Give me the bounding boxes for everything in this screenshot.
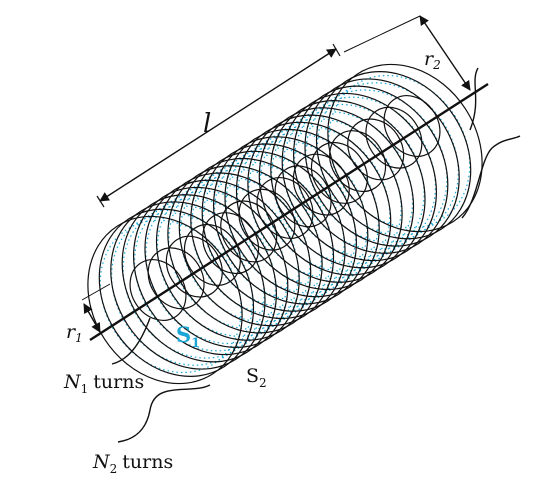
s1-label: S1 [176, 322, 200, 351]
inner-coil-turn [129, 259, 187, 321]
inner-back-lead-wire [469, 67, 479, 131]
r2-label: r2 [424, 48, 441, 72]
inner-surface-dotted-section [293, 96, 437, 251]
outer-back-lead-wire [461, 135, 521, 219]
inner-coil-turn [383, 95, 441, 157]
r1-dimension-arrow [83, 303, 101, 333]
inner-coil-turn [202, 212, 260, 275]
central-axis [89, 82, 489, 342]
length-label: l [203, 109, 211, 139]
inner-coil-turn [220, 200, 278, 263]
inner-surface-dotted-section [282, 103, 425, 258]
inner-coil-turn [183, 223, 241, 286]
inner-surface-dotted-section [328, 74, 471, 229]
r2-extension-line [343, 15, 421, 53]
s2-label: S2 [246, 365, 267, 390]
outer-coil-turn [110, 201, 266, 370]
inner-solenoid-s1-coil [129, 95, 441, 321]
outer-coil-turn [98, 208, 255, 377]
inner-surface-dotted-section [122, 205, 265, 359]
inner-surface-dotted-section [111, 212, 254, 366]
outer-coil-turn [87, 215, 243, 385]
inner-surface-dotted-section [259, 118, 402, 272]
inner-coil-turn [347, 118, 405, 181]
outer-coil-turn [121, 194, 277, 363]
inner-surface-dotted-section [191, 161, 334, 316]
length-dimension-arrow [99, 48, 337, 202]
r2-dimension-arrow [419, 15, 471, 91]
inner-surface-dotted-section [99, 219, 242, 374]
inner-coil-turn [147, 247, 205, 310]
outer-coil-turn [327, 63, 483, 233]
outer-solenoid-s2-coil [87, 63, 483, 385]
n2-lead-wire [117, 384, 211, 443]
inner-surface-dotted-section [133, 197, 277, 352]
inner-coil-turn [365, 106, 423, 169]
inner-surface-dotted-section [248, 125, 391, 280]
inner-surface-dotted-section [316, 82, 459, 236]
inner-surface-dotted-section [271, 111, 414, 265]
inner-surface-dotted-section [305, 89, 448, 243]
inner-surface-dotted-section [213, 147, 357, 301]
r1-label: r1 [66, 321, 83, 345]
r1-extension-line [81, 283, 111, 301]
n1-lead-wire [111, 317, 151, 365]
inner-coil-turn [165, 235, 223, 298]
inner-surface-dotted-section [225, 140, 368, 294]
inner-coil-turn [310, 141, 368, 204]
inner-surface-dotted-section [156, 183, 299, 337]
